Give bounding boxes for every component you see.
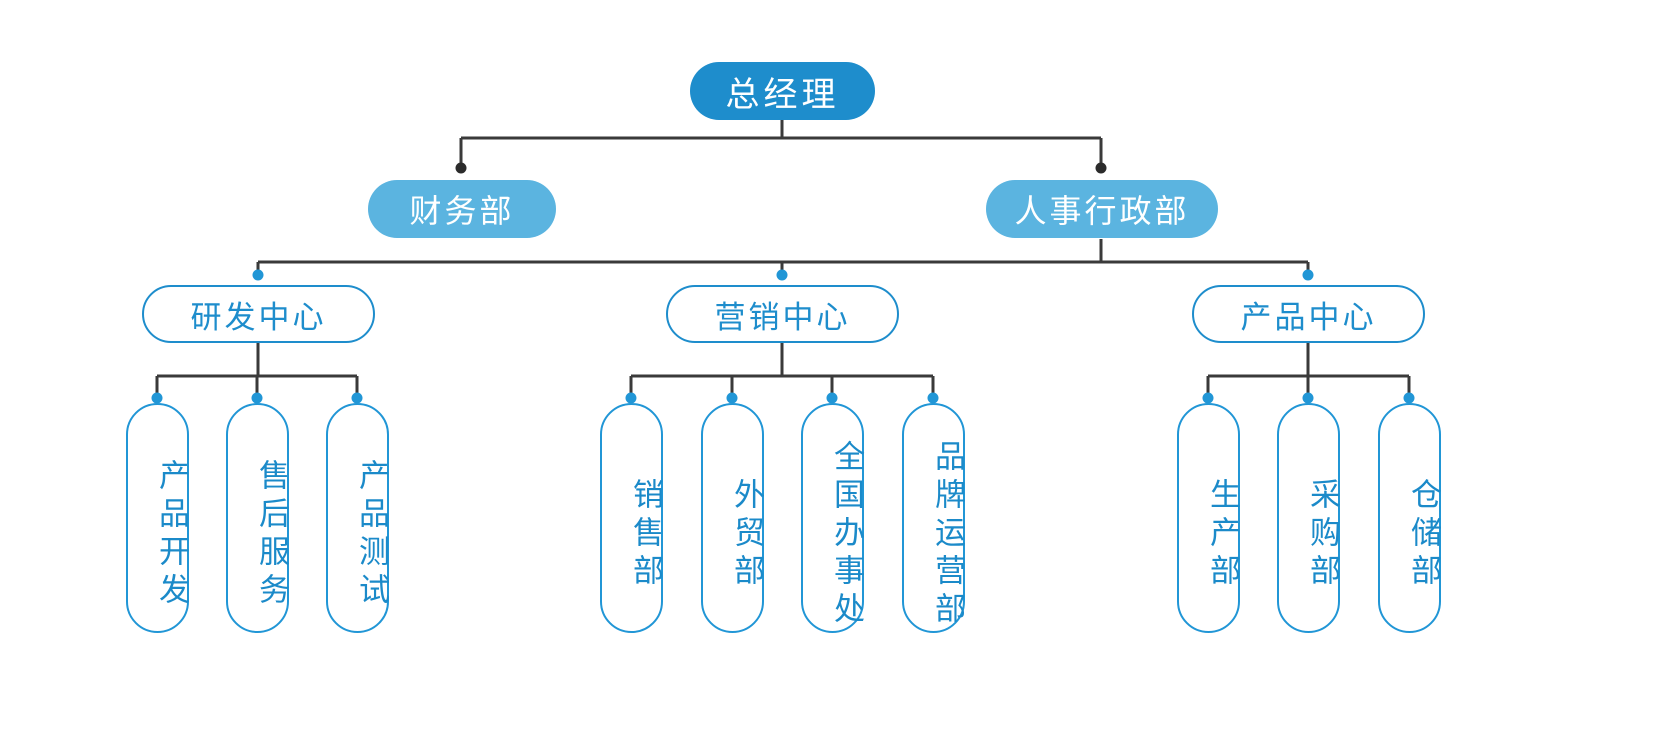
org-node-sales[interactable]: 销售部 bbox=[600, 403, 663, 633]
org-node-marketing-center[interactable]: 营销中心 bbox=[666, 285, 899, 343]
org-node-foreign-trade[interactable]: 外贸部 bbox=[701, 403, 764, 633]
org-node-hr-admin[interactable]: 人事行政部 bbox=[986, 180, 1218, 238]
connector-dots bbox=[151, 162, 1415, 404]
org-node-product-dev[interactable]: 产品开发 bbox=[126, 403, 189, 633]
org-node-after-sales[interactable]: 售后服务 bbox=[226, 403, 289, 633]
org-node-finance[interactable]: 财务部 bbox=[368, 180, 556, 238]
org-node-production[interactable]: 生产部 bbox=[1177, 403, 1240, 633]
org-node-warehousing[interactable]: 仓储部 bbox=[1378, 403, 1441, 633]
org-node-product-test[interactable]: 产品测试 bbox=[326, 403, 389, 633]
org-node-purchasing[interactable]: 采购部 bbox=[1277, 403, 1340, 633]
org-node-national-offices[interactable]: 全国办事处 bbox=[801, 403, 864, 633]
org-node-rd-center[interactable]: 研发中心 bbox=[142, 285, 375, 343]
org-node-root[interactable]: 总经理 bbox=[690, 62, 875, 120]
org-node-brand-ops[interactable]: 品牌运营部 bbox=[902, 403, 965, 633]
org-node-product-center[interactable]: 产品中心 bbox=[1192, 285, 1425, 343]
